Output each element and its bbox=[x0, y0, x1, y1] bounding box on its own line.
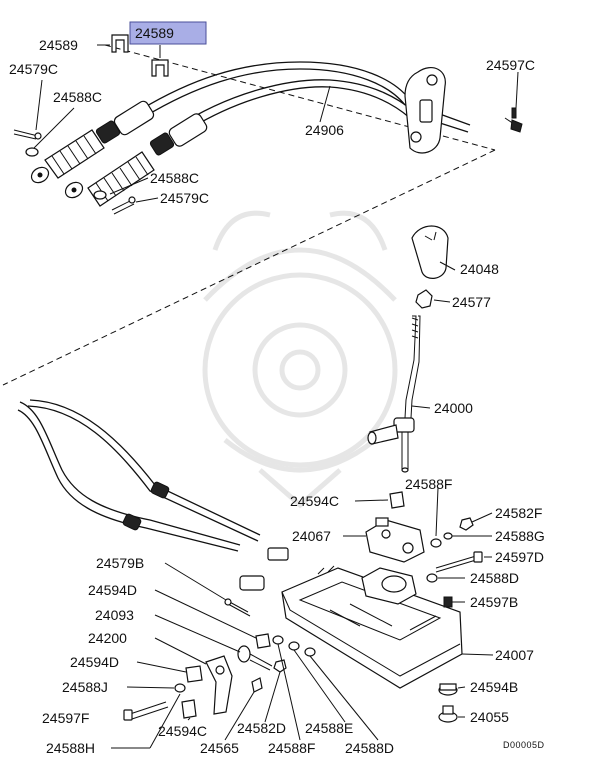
spring-24093[interactable] bbox=[237, 645, 273, 671]
label-24588f-upper[interactable]: 24588F bbox=[405, 476, 452, 492]
cotter-pin-24579b[interactable] bbox=[224, 598, 251, 617]
bushing-24594d-right[interactable] bbox=[255, 633, 271, 649]
label-24048[interactable]: 24048 bbox=[460, 261, 499, 277]
bushing-24594d-left[interactable] bbox=[185, 665, 203, 683]
bushing-24594b[interactable] bbox=[438, 683, 458, 696]
washer-24588d-upper[interactable] bbox=[426, 573, 438, 583]
label-24093[interactable]: 24093 bbox=[95, 607, 134, 623]
label-24579c-upper[interactable]: 24579C bbox=[9, 61, 58, 77]
label-24007[interactable]: 24007 bbox=[495, 647, 534, 663]
label-24594c-upper[interactable]: 24594C bbox=[290, 493, 339, 509]
label-24597c[interactable]: 24597C bbox=[486, 57, 535, 73]
label-24588e[interactable]: 24588E bbox=[305, 720, 353, 736]
label-24588d-lower[interactable]: 24588D bbox=[345, 740, 394, 756]
washer-lower[interactable] bbox=[93, 190, 107, 200]
label-24906[interactable]: 24906 bbox=[305, 122, 344, 138]
label-24582d[interactable]: 24582D bbox=[237, 720, 286, 736]
nut-24582d[interactable] bbox=[273, 659, 287, 673]
clip-24589-a[interactable] bbox=[111, 34, 129, 53]
cotter-pin-lower[interactable] bbox=[111, 196, 136, 215]
bushing-24055[interactable] bbox=[438, 705, 458, 723]
diagram-reference-code: D00005D bbox=[503, 740, 545, 750]
washer-24588g[interactable] bbox=[443, 532, 453, 540]
shift-cable-lower[interactable] bbox=[17, 399, 289, 591]
bolt-24597f[interactable] bbox=[123, 701, 169, 721]
bolt-24597b[interactable] bbox=[443, 596, 462, 608]
label-24594d-lower[interactable]: 24594D bbox=[70, 654, 119, 670]
label-24588c-lower[interactable]: 24588C bbox=[150, 170, 199, 186]
label-24588d-upper[interactable]: 24588D bbox=[470, 570, 519, 586]
leader-lines bbox=[33, 44, 519, 749]
washer-upper[interactable] bbox=[25, 147, 39, 157]
washer-24588f-lower[interactable] bbox=[272, 635, 284, 645]
shift-knob[interactable] bbox=[411, 225, 449, 279]
label-24589[interactable]: 24589 bbox=[39, 37, 78, 53]
pin-24565[interactable] bbox=[251, 677, 263, 693]
label-24597b[interactable]: 24597B bbox=[470, 594, 518, 610]
label-24579b[interactable]: 24579B bbox=[96, 555, 144, 571]
label-24594d-upper[interactable]: 24594D bbox=[88, 582, 137, 598]
label-24588g[interactable]: 24588G bbox=[495, 528, 545, 544]
bushing-24594c-lower[interactable] bbox=[181, 699, 197, 719]
label-24589-highlighted[interactable]: 24589 bbox=[135, 25, 174, 41]
label-24579c-lower[interactable]: 24579C bbox=[160, 190, 209, 206]
label-24000[interactable]: 24000 bbox=[434, 400, 473, 416]
label-24565[interactable]: 24565 bbox=[200, 740, 239, 756]
label-24597f[interactable]: 24597F bbox=[42, 710, 89, 726]
bolt-24597c[interactable] bbox=[504, 107, 523, 133]
lever-base-24067[interactable] bbox=[365, 517, 425, 563]
label-24055[interactable]: 24055 bbox=[470, 709, 509, 725]
washer-24588f-upper[interactable] bbox=[430, 538, 442, 548]
label-24588h[interactable]: 24588H bbox=[46, 740, 95, 756]
lever-24200[interactable] bbox=[205, 655, 233, 715]
label-24577[interactable]: 24577 bbox=[452, 294, 491, 310]
label-24597d[interactable]: 24597D bbox=[495, 549, 544, 565]
nut-24582f[interactable] bbox=[459, 517, 474, 531]
label-24594b[interactable]: 24594B bbox=[470, 679, 518, 695]
washer-24588j[interactable] bbox=[174, 683, 186, 693]
group-separators bbox=[2, 44, 496, 386]
cable-bracket[interactable] bbox=[404, 67, 446, 154]
knob-nut[interactable] bbox=[415, 289, 433, 309]
cotter-pin-upper[interactable] bbox=[13, 129, 42, 140]
bolt-24597d[interactable] bbox=[435, 551, 483, 573]
label-24582f[interactable]: 24582F bbox=[495, 505, 542, 521]
shift-housing-24007[interactable] bbox=[281, 565, 463, 689]
cable-boot-1[interactable] bbox=[29, 99, 156, 185]
clip-24589-b[interactable] bbox=[151, 59, 169, 77]
highlighted-part-label[interactable]: 24589 bbox=[129, 21, 207, 45]
bushing-24594c-upper[interactable] bbox=[389, 491, 405, 509]
label-24067[interactable]: 24067 bbox=[292, 528, 331, 544]
label-24588f-lower[interactable]: 24588F bbox=[268, 740, 315, 756]
shift-lever[interactable] bbox=[367, 315, 421, 473]
highlight-box bbox=[129, 21, 207, 45]
label-24588c-upper[interactable]: 24588C bbox=[53, 89, 102, 105]
washer-24588d-lower[interactable] bbox=[304, 647, 316, 657]
washer-24588e[interactable] bbox=[288, 641, 300, 651]
label-24200[interactable]: 24200 bbox=[88, 630, 127, 646]
label-24594c-lower[interactable]: 24594C bbox=[158, 723, 207, 739]
label-24588j[interactable]: 24588J bbox=[62, 679, 108, 695]
watermark-emblem bbox=[202, 210, 398, 509]
